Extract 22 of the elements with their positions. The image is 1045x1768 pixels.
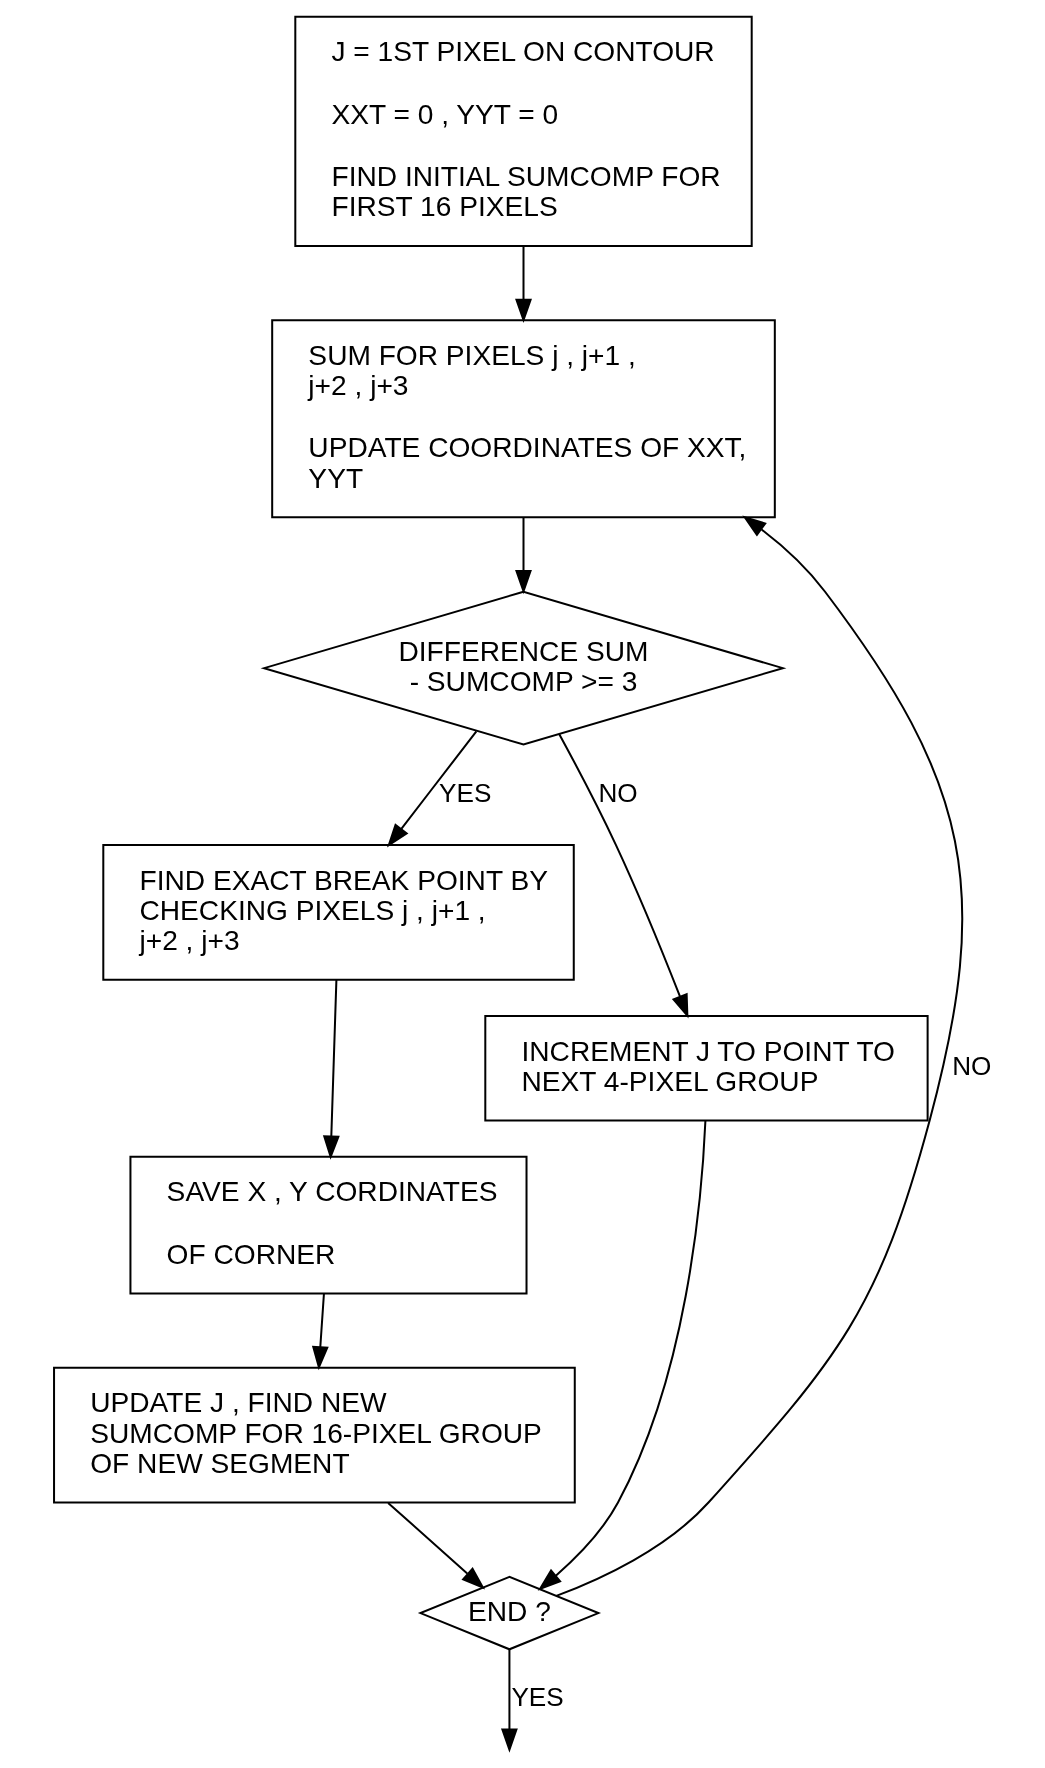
- node-box: J = 1ST PIXEL ON CONTOUR XXT = 0 , YYT = 0 FIND INITIAL SUMCOMP FOR FIRST 16 PIXELS: [293, 15, 753, 247]
- arrow: [537, 1120, 706, 1591]
- node-box: SUM FOR PIXELS j , j+1 , j+2 , j+3 UPDATE COORDINATES OF XXT, YYT: [270, 319, 776, 519]
- node-box: UPDATE J , FIND NEW SUMCOMP FOR 16-PIXEL GROUP OF NEW SEGMENT: [52, 1366, 576, 1504]
- arrow: [500, 1649, 518, 1753]
- arrow: [311, 1293, 329, 1371]
- arrow: [557, 733, 688, 1019]
- arrow: [322, 979, 340, 1160]
- arrow: [386, 730, 477, 848]
- node-box: INCREMENT J TO POINT TO NEXT 4-PIXEL GROUP: [483, 1014, 929, 1122]
- node-box: FIND EXACT BREAK POINT BY CHECKING PIXELS j , j+1 , j+2 , j+3: [101, 844, 575, 981]
- edge-label: YES: [510, 1682, 564, 1713]
- arrow: [386, 1502, 485, 1590]
- node-diamond: END ?: [417, 1575, 601, 1651]
- arrow: [514, 246, 532, 323]
- edge-label: NO: [951, 1051, 991, 1082]
- edge-label: YES: [438, 777, 491, 808]
- node-diamond: DIFFERENCE SUM - SUMCOMP >= 3: [260, 590, 786, 746]
- edge-label: NO: [597, 777, 638, 808]
- arrow: [555, 515, 963, 1597]
- arrow: [514, 517, 532, 595]
- node-box: SAVE X , Y CORDINATES OF CORNER: [128, 1155, 528, 1295]
